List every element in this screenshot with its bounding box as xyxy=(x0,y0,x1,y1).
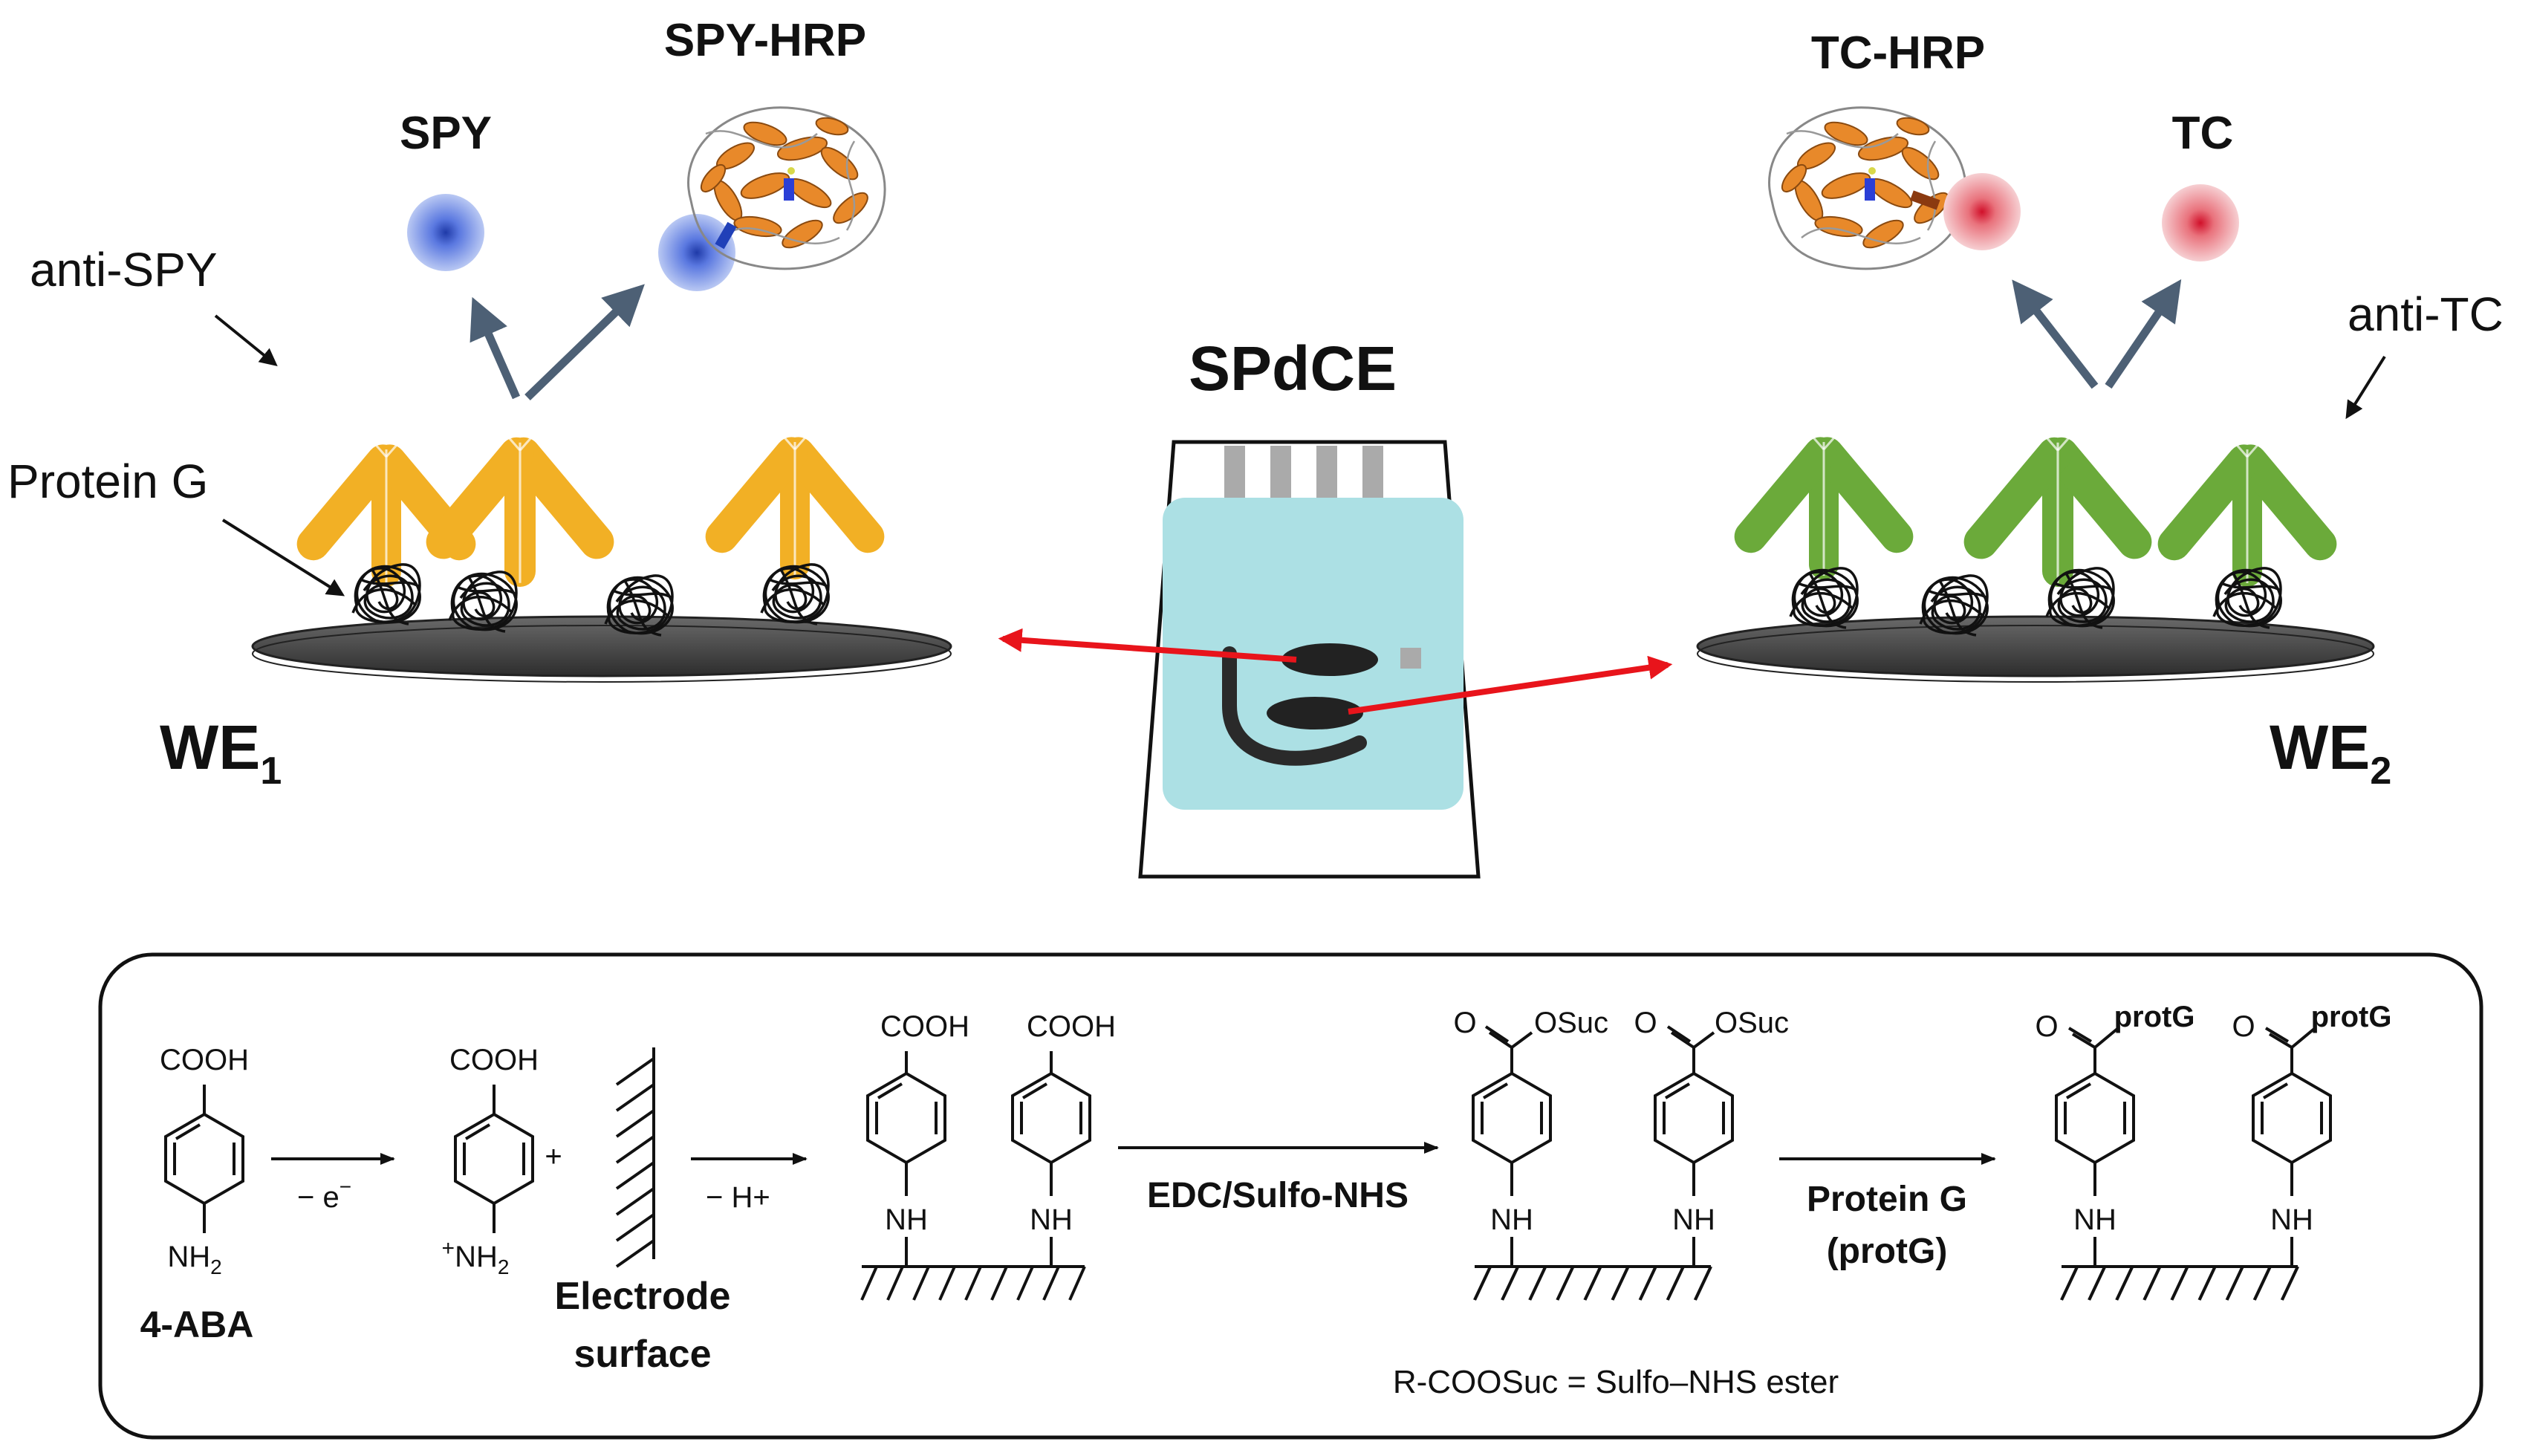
protein-g-pointer xyxy=(221,519,345,597)
electrode-surface-symbol xyxy=(615,1047,655,1268)
final-protg-1: protG xyxy=(2114,1001,2195,1033)
protein-g-layer: O protG NH O protG NH xyxy=(2035,1001,2391,1300)
tc-analyte-sphere xyxy=(2162,184,2239,261)
final-o-2: O xyxy=(2232,1010,2255,1043)
spy-arrow-right xyxy=(524,284,645,400)
we2-assembly: TC-HRP TC anti-TC WE2 xyxy=(1696,27,2504,793)
anti-spy-label: anti-SPY xyxy=(30,243,218,296)
grafted-cooh-2: COOH xyxy=(1027,1010,1116,1043)
spy-arrow-left xyxy=(470,296,521,400)
step2-label: − H+ xyxy=(706,1181,770,1214)
final-nh-1: NH xyxy=(2073,1203,2116,1236)
activated-osuc-1: OSuc xyxy=(1534,1007,1608,1039)
anti-tc-label: anti-TC xyxy=(2348,287,2504,341)
reactant-cooh: COOH xyxy=(160,1044,249,1076)
step4-arrow: Protein G (protG) xyxy=(1779,1153,1996,1271)
activated-o-1: O xyxy=(1453,1007,1476,1039)
electrode-surface-label-1: Electrode xyxy=(555,1275,731,1318)
spy-hrp-label: SPY-HRP xyxy=(664,15,866,66)
tc-label: TC xyxy=(2172,108,2234,159)
cation-nh2: +NH2 xyxy=(442,1236,510,1278)
functionalization-scheme: COOH NH2 4-ABA − e− COOH +NH2 + xyxy=(98,952,2483,1440)
we1-pad xyxy=(1281,643,1378,676)
electrode-surface-label-2: surface xyxy=(574,1333,712,1376)
step3-label: EDC/Sulfo-NHS xyxy=(1147,1176,1409,1215)
tc-arrow-right xyxy=(2105,279,2182,389)
tc-arrow-left xyxy=(2012,279,2099,389)
anti-tc-antibody-3 xyxy=(2150,363,2345,588)
scheme-footnote: R-COOSuc = Sulfo–NHS ester xyxy=(1393,1364,1839,1400)
plus-sign: + xyxy=(545,1140,562,1173)
tc-hrp-analyte-sphere xyxy=(1943,173,2021,250)
anti-spy-antibody-2 xyxy=(418,351,623,588)
cation-intermediate: COOH +NH2 xyxy=(442,1044,539,1278)
grafted-nh-1: NH xyxy=(885,1203,928,1236)
anti-spy-pointer xyxy=(214,314,278,367)
spy-analyte-sphere xyxy=(407,194,484,271)
tc-hrp-label: TC-HRP xyxy=(1811,27,1985,79)
step2-arrow: − H+ xyxy=(691,1153,808,1214)
step4-label-1: Protein G xyxy=(1807,1180,1967,1219)
we1-electrode-disc xyxy=(251,615,952,677)
activated-nh-1: NH xyxy=(1490,1203,1533,1236)
reactant-nh2: NH2 xyxy=(167,1241,221,1278)
anti-tc-pointer xyxy=(2345,355,2386,420)
reference-electrode-pad xyxy=(1400,648,1421,669)
step4-label-2: (protG) xyxy=(1827,1232,1948,1271)
anti-tc-antibody-1 xyxy=(1726,355,1921,581)
sensor-contact-pads xyxy=(1224,446,1383,498)
cation-cooh: COOH xyxy=(449,1044,539,1076)
link-to-we2-arrow xyxy=(1348,655,1673,715)
tc-hrp-enzyme xyxy=(1768,106,1967,270)
reactant-name: 4-ABA xyxy=(140,1304,254,1345)
activated-o-2: O xyxy=(1634,1007,1657,1039)
activated-ester-layer: O OSuc NH O OSuc NH xyxy=(1453,1007,1789,1300)
final-nh-2: NH xyxy=(2270,1203,2313,1236)
we2-label: WE2 xyxy=(2270,712,2391,793)
anti-tc-antibody-2 xyxy=(1955,351,2160,588)
we2-pad xyxy=(1267,697,1363,729)
link-to-we1-arrow xyxy=(998,628,1297,663)
we1-assembly: SPY SPY-HRP anti-SPY Protein G WE1 xyxy=(7,15,952,793)
counter-electrode-arc xyxy=(1222,646,1367,766)
we2-electrode-disc xyxy=(1696,615,2375,677)
step3-arrow: EDC/Sulfo-NHS xyxy=(1118,1142,1439,1215)
spdce-label: SPdCE xyxy=(1189,334,1397,403)
activated-osuc-2: OSuc xyxy=(1715,1007,1789,1039)
grafted-nh-2: NH xyxy=(1030,1203,1073,1236)
spy-label: SPY xyxy=(400,108,492,159)
final-protg-2: protG xyxy=(2311,1001,2392,1033)
grafted-cooh-1: COOH xyxy=(880,1010,969,1043)
protein-g-label: Protein G xyxy=(7,455,208,508)
activated-nh-2: NH xyxy=(1672,1203,1715,1236)
reactant-4aba: COOH NH2 4-ABA xyxy=(140,1044,254,1345)
final-o-1: O xyxy=(2035,1010,2058,1043)
spy-hrp-analyte-sphere xyxy=(658,214,735,291)
scheme-frame xyxy=(98,952,2483,1440)
step1-arrow: − e− xyxy=(271,1153,395,1214)
we1-label: WE1 xyxy=(160,712,282,793)
spdce-sensor: SPdCE xyxy=(998,334,1673,879)
anti-spy-antibody-3 xyxy=(698,355,892,581)
step1-label: − e− xyxy=(297,1175,351,1214)
grafted-layer: COOH NH COOH NH xyxy=(860,1010,1116,1301)
